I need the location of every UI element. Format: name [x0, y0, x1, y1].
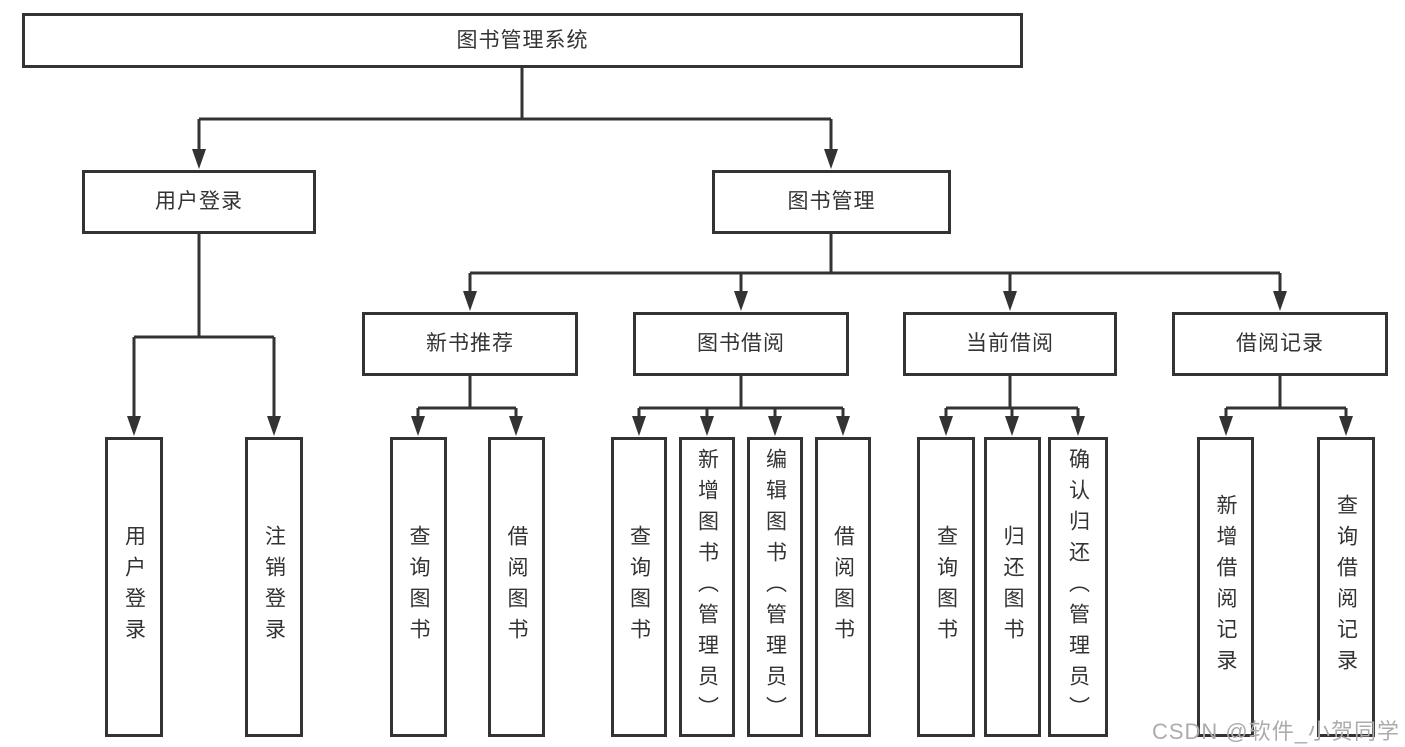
- connector-root-to-level2: [192, 67, 838, 169]
- node-book-management: 图书管理: [712, 170, 951, 234]
- connector-borrowing-records-to-leaves: [1219, 376, 1353, 436]
- connector-book-management-to-level3: [463, 234, 1287, 311]
- leaf-current-query-books: 查询图书: [917, 437, 975, 737]
- leaf-current-return-books: 归还图书: [984, 437, 1041, 737]
- leaf-recommend-query-books: 查询图书: [390, 437, 447, 737]
- leaf-logout: 注销登录: [245, 437, 303, 737]
- leaf-borrowing-edit-books-admin: 编辑图书（管理员）: [747, 437, 803, 737]
- leaf-borrowing-borrow-books: 借阅图书: [815, 437, 871, 737]
- leaf-borrowing-query-books: 查询图书: [611, 437, 667, 737]
- node-book-borrowing: 图书借阅: [633, 312, 849, 376]
- node-current-borrowing: 当前借阅: [903, 312, 1117, 376]
- leaf-recommend-borrow-books: 借阅图书: [488, 437, 545, 737]
- connector-current-borrowing-to-leaves: [939, 376, 1085, 436]
- node-new-book-recommend: 新书推荐: [362, 312, 578, 376]
- leaf-records-query-borrow-record: 查询借阅记录: [1317, 437, 1375, 737]
- leaf-records-add-borrow-record: 新增借阅记录: [1197, 437, 1254, 737]
- csdn-watermark: CSDN @软件_小贺同学: [1151, 719, 1400, 744]
- leaf-borrowing-add-books-admin: 新增图书（管理员）: [679, 437, 735, 737]
- connector-new-book-recommend-to-leaves: [411, 376, 523, 436]
- connector-book-borrowing-to-leaves: [632, 376, 850, 436]
- leaf-current-confirm-return-admin: 确认归还（管理员）: [1048, 437, 1108, 737]
- leaf-user-login: 用户登录: [105, 437, 163, 737]
- node-borrowing-records: 借阅记录: [1172, 312, 1388, 376]
- node-root-library-management-system: 图书管理系统: [22, 13, 1023, 68]
- connector-user-login-to-leaves: [127, 234, 281, 436]
- node-user-login: 用户登录: [82, 170, 316, 234]
